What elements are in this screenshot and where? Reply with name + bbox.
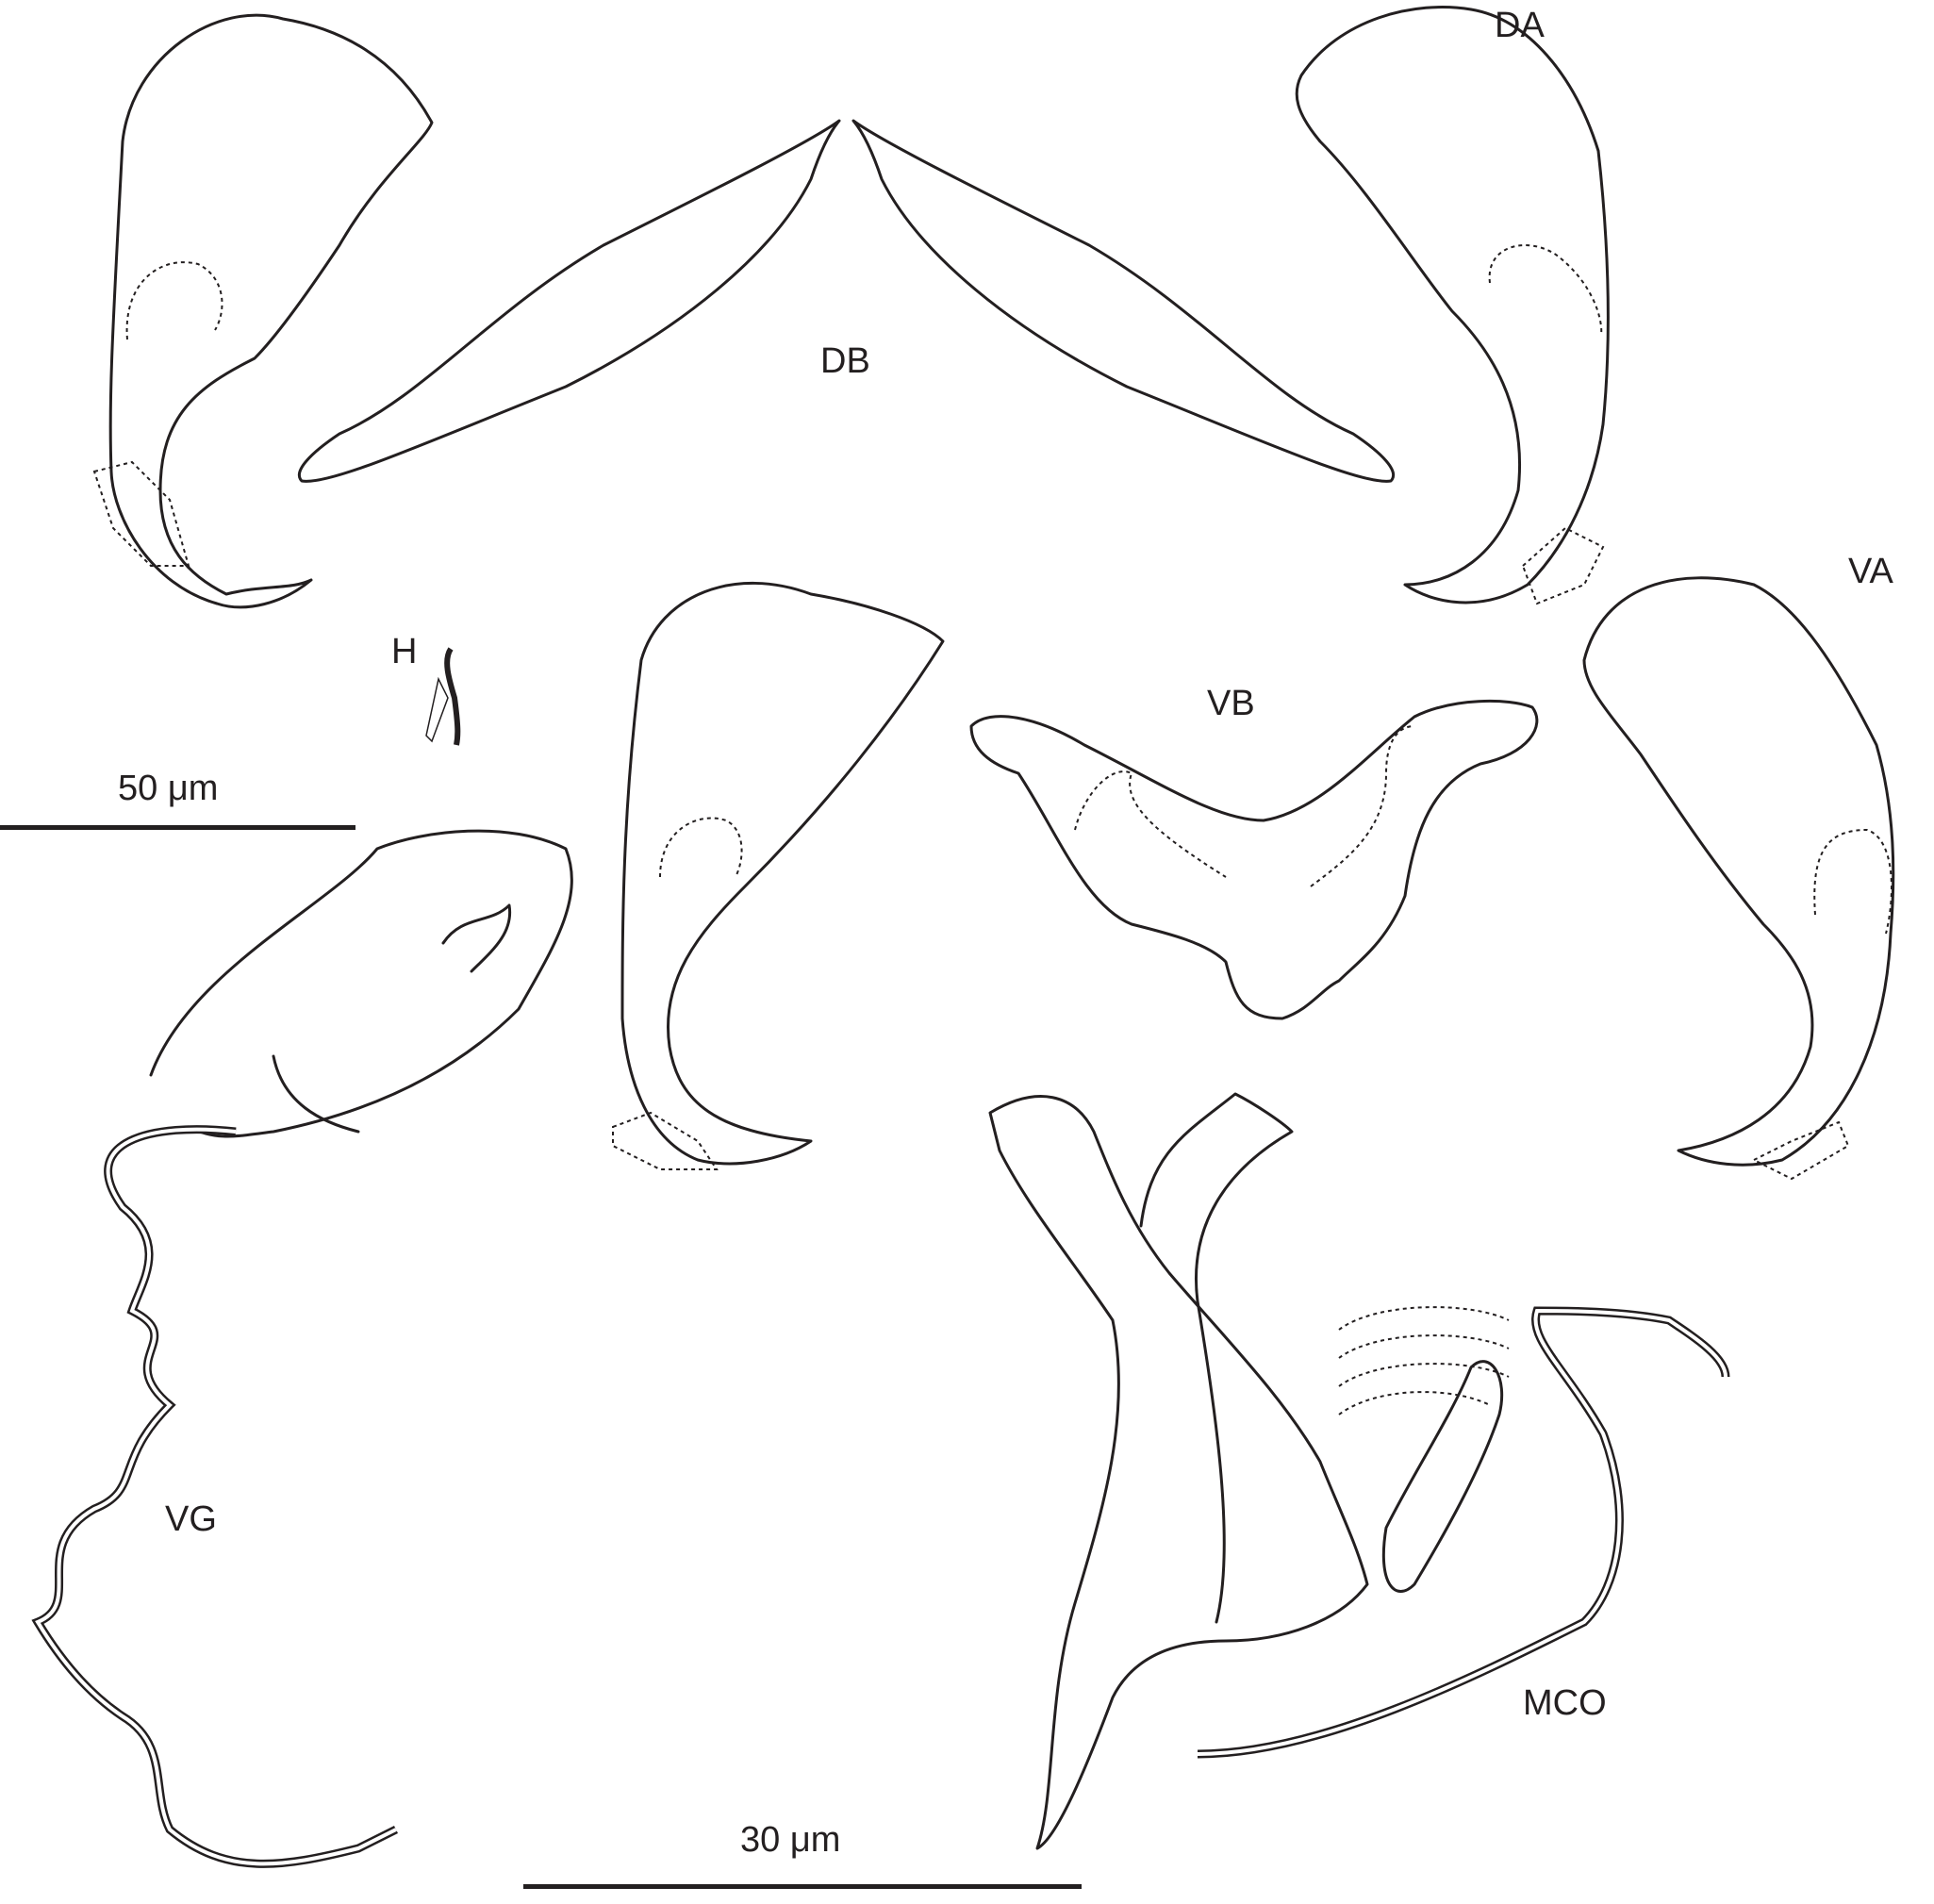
scale-bar-label-50um: 50 μm [118, 769, 219, 808]
mco-drawing [988, 1092, 1730, 1850]
hook-drawing [425, 647, 461, 746]
label-mco: MCO [1523, 1683, 1607, 1723]
scale-bar-30um [523, 1884, 1082, 1889]
ventral-bar-drawing [969, 699, 1539, 1020]
label-ventral-anchor: VA [1848, 552, 1893, 591]
ventral-anchor-right-drawing [1582, 576, 1895, 1181]
scale-bar-label-30um: 30 μm [740, 1820, 841, 1860]
label-dorsal-anchor: DA [1495, 6, 1545, 45]
label-vagina: VG [165, 1499, 217, 1539]
label-dorsal-bar: DB [820, 341, 870, 381]
dorsal-bar-drawing [298, 119, 1395, 483]
label-ventral-bar: VB [1207, 684, 1255, 723]
ventral-anchor-middle-drawing [612, 581, 945, 1170]
dorsal-anchor-right-drawing [1295, 6, 1610, 605]
scale-bar-50um [0, 825, 355, 830]
label-hook: H [391, 632, 418, 671]
vagina-drawing [31, 829, 573, 1868]
dorsal-anchor-left-drawing [92, 13, 434, 609]
